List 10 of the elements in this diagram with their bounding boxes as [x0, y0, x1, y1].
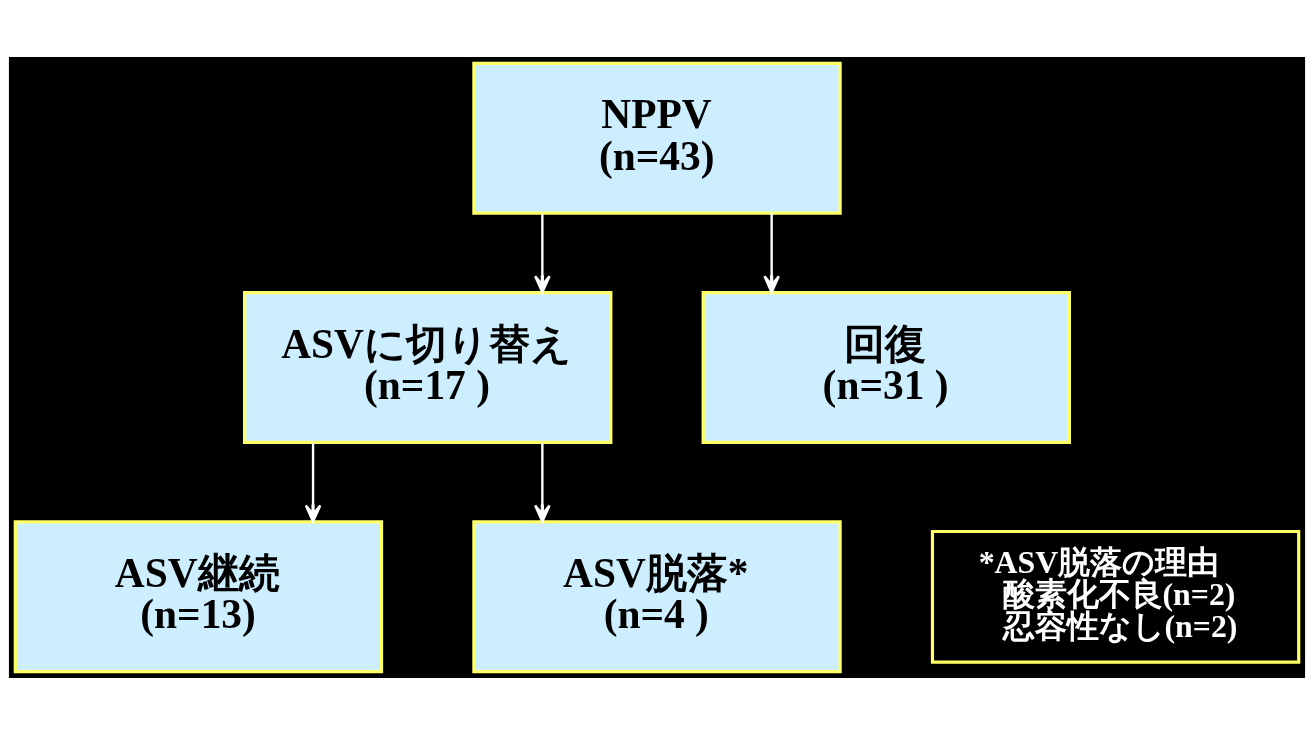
arrow [534, 213, 551, 294]
node-box: ASV脱落* (n=4 ) [472, 520, 842, 674]
arrow [304, 442, 322, 523]
node-box: 回復 (n=31 ) [701, 291, 1071, 444]
arrow [763, 213, 780, 294]
node-box: NPPV (n=43) [472, 61, 842, 215]
node-box: ASV継続 (n=13) [13, 520, 384, 674]
node-box: *ASV脱落の理由 酸素化不良(n=2) 忍容性なし(n=2) [930, 529, 1301, 664]
arrow [534, 442, 551, 523]
node-box: ASVに切り替え (n=17 ) [243, 291, 613, 444]
